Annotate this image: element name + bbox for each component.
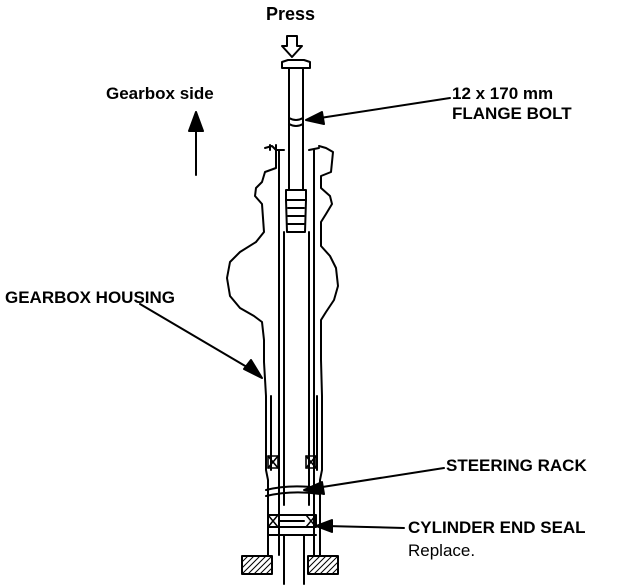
flange-bolt-size-label: 12 x 170 mm — [452, 84, 554, 103]
flange-bolt-leader — [305, 97, 451, 125]
gearbox-housing-leader — [139, 303, 263, 379]
gearbox-housing-label: GEARBOX HOUSING — [5, 288, 176, 307]
cylinder-end-seal — [267, 514, 317, 536]
rack-lower-shaft — [283, 534, 305, 585]
press-label: Press — [266, 4, 316, 24]
support-block-right — [307, 555, 339, 575]
steering-rack-leader — [303, 467, 445, 495]
cylinder-end-seal-label: CYLINDER END SEAL — [408, 518, 586, 537]
rack-bushing — [267, 455, 317, 469]
steering-rack-label: STEERING RACK — [446, 456, 587, 475]
flange-bolt — [281, 59, 311, 233]
gearbox-side-label: Gearbox side — [106, 84, 214, 103]
cylinder-end-seal-leader — [315, 519, 405, 533]
support-block-left — [241, 555, 273, 575]
cylinder-end-seal-note: Replace. — [408, 541, 476, 560]
flange-bolt-label: FLANGE BOLT — [452, 104, 572, 123]
gearbox-side-arrow-icon — [188, 111, 204, 176]
press-arrow-icon — [281, 35, 303, 58]
